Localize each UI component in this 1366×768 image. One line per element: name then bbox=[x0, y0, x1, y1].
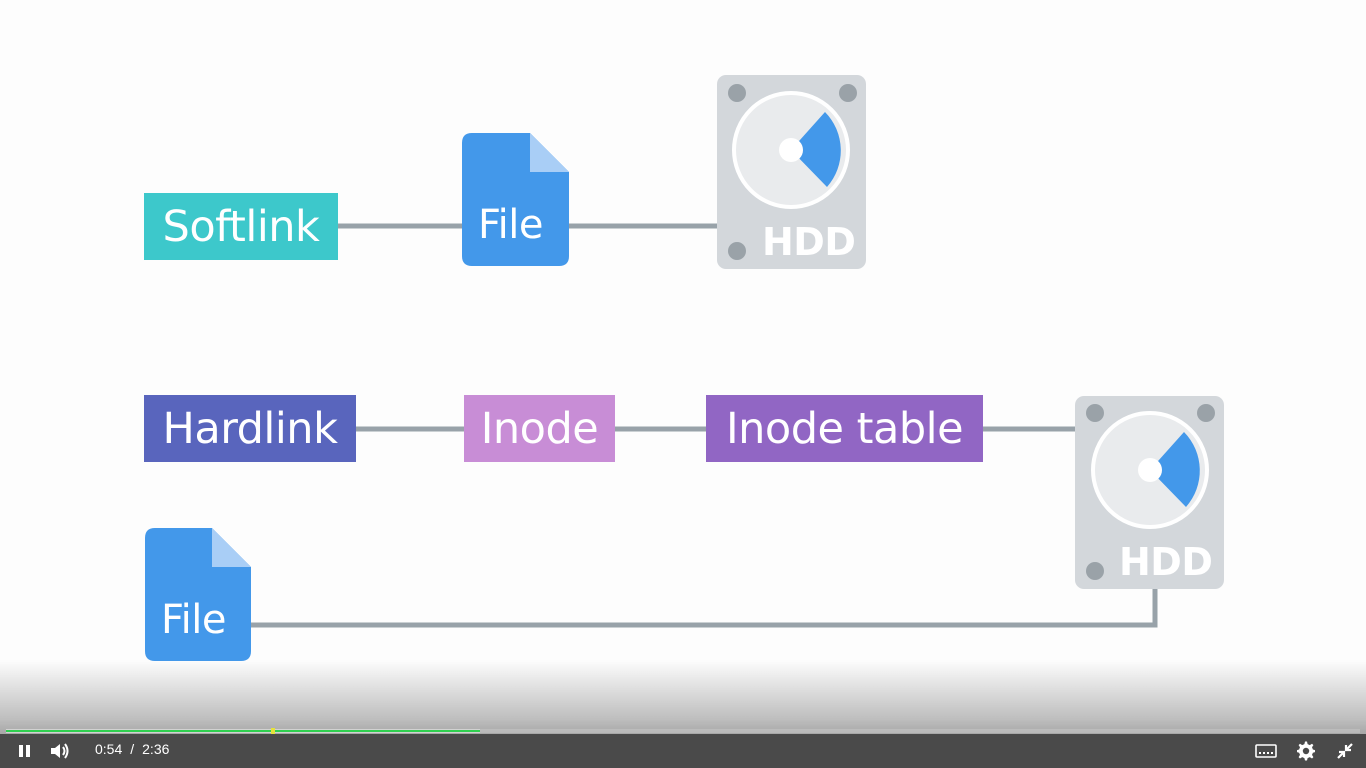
softlink-box: Softlink bbox=[144, 193, 338, 260]
connector-file-bottom-hdd bbox=[250, 588, 1158, 628]
progress-bar[interactable] bbox=[6, 728, 1360, 734]
progress-played bbox=[6, 730, 480, 732]
file-top-label: File bbox=[478, 202, 543, 248]
player-control-bar bbox=[0, 734, 1366, 768]
file-bottom-label: File bbox=[161, 597, 226, 643]
inode-table-box: Inode table bbox=[706, 395, 983, 462]
inode-box: Inode bbox=[464, 395, 615, 462]
settings-button[interactable] bbox=[1294, 740, 1318, 762]
captions-button[interactable] bbox=[1254, 740, 1278, 762]
pause-button[interactable] bbox=[12, 740, 36, 762]
volume-button[interactable] bbox=[48, 740, 72, 762]
time-separator: / bbox=[130, 741, 135, 757]
exit-fullscreen-icon bbox=[1337, 743, 1353, 759]
current-time: 0:54 bbox=[95, 741, 123, 757]
volume-icon bbox=[51, 743, 69, 759]
hdd-bottom-icon bbox=[1075, 396, 1224, 589]
file-top-icon bbox=[462, 133, 569, 266]
progress-marker[interactable] bbox=[271, 728, 275, 734]
hdd-bottom-label: HDD bbox=[1119, 540, 1213, 584]
pause-icon bbox=[19, 745, 30, 757]
gear-icon bbox=[1297, 741, 1315, 761]
duration: 2:36 bbox=[142, 741, 170, 757]
hardlink-box: Hardlink bbox=[144, 395, 356, 462]
captions-icon bbox=[1255, 744, 1277, 758]
hdd-top-icon bbox=[717, 75, 866, 269]
file-bottom-icon bbox=[145, 528, 251, 661]
hdd-top-label: HDD bbox=[762, 220, 856, 264]
time-display: 0:54 / 2:36 bbox=[95, 741, 169, 757]
exit-fullscreen-button[interactable] bbox=[1333, 740, 1357, 762]
